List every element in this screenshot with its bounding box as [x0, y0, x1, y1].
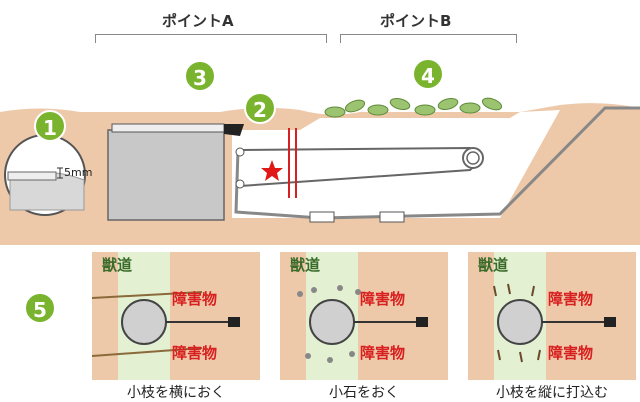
obstacle-label-bottom: 障害物: [172, 344, 218, 362]
obstacle-label-top: 障害物: [360, 290, 406, 308]
badge-4: 4: [412, 58, 444, 90]
trap-cross-section: [0, 97, 640, 245]
point-b-bracket: [340, 34, 517, 43]
trap-ring-icon: [297, 285, 428, 363]
obstacle-label-bottom: 障害物: [360, 344, 406, 362]
caption-twigs-horizontal: 小枝を横におく: [127, 385, 225, 401]
trap-box: [107, 129, 225, 221]
point-a-bracket: [95, 34, 327, 43]
trail-label: 獣道: [102, 256, 133, 274]
point-a-label: ポイントA: [162, 12, 234, 30]
panel-twigs-vertical: 獣道 障害物 障害物: [468, 252, 636, 380]
trail-label: 獣道: [290, 256, 321, 274]
panel-twigs-horizontal: 獣道 障害物 障害物: [92, 252, 260, 380]
trap-ring-icon: [493, 283, 616, 363]
trap-ring-icon: [92, 291, 240, 357]
badge-1: 1: [34, 110, 66, 142]
obstacle-label-top: 障害物: [172, 290, 218, 308]
badge-3: 3: [184, 60, 216, 92]
wire-rope: [234, 106, 640, 220]
measure-label: 5mm: [64, 166, 93, 179]
star-marker: [261, 160, 283, 181]
caption-twigs-vertical: 小枝を縦に打込む: [496, 385, 608, 401]
panel-pebbles: 獣道 障害物 障害物: [280, 252, 448, 380]
point-b-label: ポイントB: [380, 12, 452, 30]
obstacle-label-bottom: 障害物: [548, 344, 594, 362]
trigger-notch: [224, 124, 244, 136]
trail-label: 獣道: [478, 256, 509, 274]
leaves-cover: [324, 97, 503, 118]
badge-5: 5: [24, 292, 56, 324]
caption-pebbles: 小石をおく: [329, 385, 399, 401]
rope-clamp: [309, 211, 335, 223]
trap-lid: [111, 123, 225, 133]
badge-2: 2: [244, 92, 276, 124]
obstacle-label-top: 障害物: [548, 290, 594, 308]
